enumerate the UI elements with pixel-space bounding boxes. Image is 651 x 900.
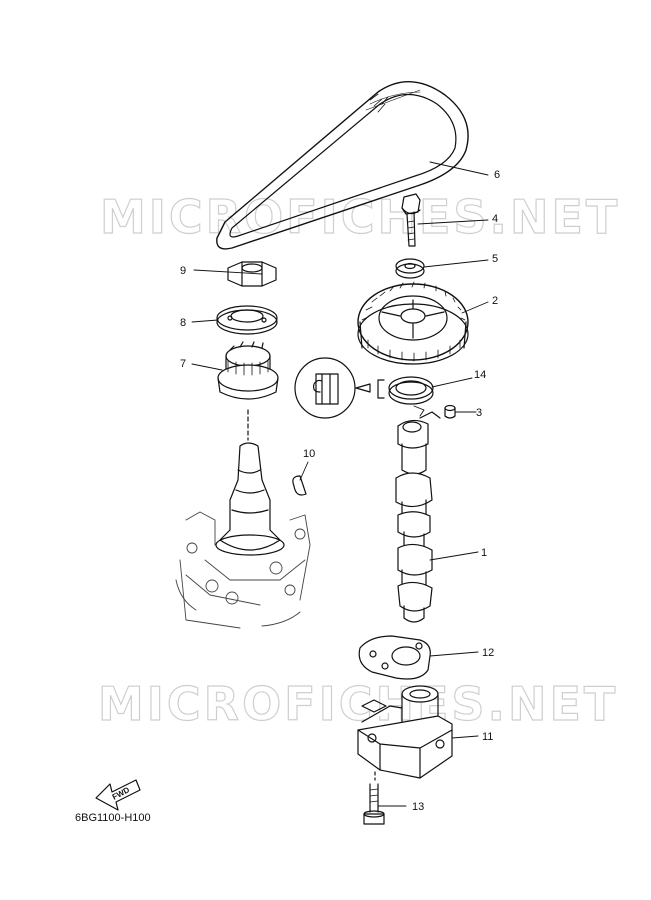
dowel-pin-3 bbox=[444, 404, 456, 419]
callout-11: 11 bbox=[482, 731, 493, 743]
crank-pulley-7 bbox=[217, 341, 279, 400]
diagram-code: 6BG1100-H100 bbox=[75, 812, 151, 824]
fwd-arrow bbox=[95, 779, 141, 811]
camshaft-1 bbox=[395, 411, 441, 623]
washer-8 bbox=[216, 305, 278, 335]
gasket-12 bbox=[358, 635, 431, 680]
callout-7: 7 bbox=[180, 358, 186, 370]
callout-8: 8 bbox=[180, 317, 186, 329]
oil-pump-11 bbox=[357, 685, 453, 781]
watermark-bottom: MICROFICHES.NET bbox=[98, 677, 618, 731]
bolt-4 bbox=[401, 193, 421, 247]
callout-10: 10 bbox=[303, 448, 315, 460]
crankshaft bbox=[215, 409, 285, 556]
callout-14: 14 bbox=[474, 369, 486, 381]
nut-9 bbox=[227, 261, 277, 287]
callout-13: 13 bbox=[412, 801, 424, 813]
callout-12: 12 bbox=[482, 647, 494, 659]
washer-5 bbox=[395, 258, 425, 279]
woodruff-key-10 bbox=[292, 475, 307, 496]
callout-9: 9 bbox=[180, 265, 186, 277]
timing-belt bbox=[216, 81, 469, 250]
callout-5: 5 bbox=[492, 253, 498, 265]
callout-1: 1 bbox=[481, 547, 487, 559]
key-detail-14 bbox=[294, 357, 434, 419]
engine-block-ghost bbox=[175, 511, 311, 629]
callout-6: 6 bbox=[494, 169, 500, 181]
cam-pulley-2 bbox=[357, 281, 469, 365]
leader-lines bbox=[191, 161, 489, 807]
watermark-top: MICROFICHES.NET bbox=[100, 190, 620, 244]
callout-3: 3 bbox=[476, 407, 482, 419]
callout-2: 2 bbox=[492, 295, 498, 307]
bolt-13 bbox=[363, 783, 385, 825]
callout-4: 4 bbox=[492, 213, 498, 225]
